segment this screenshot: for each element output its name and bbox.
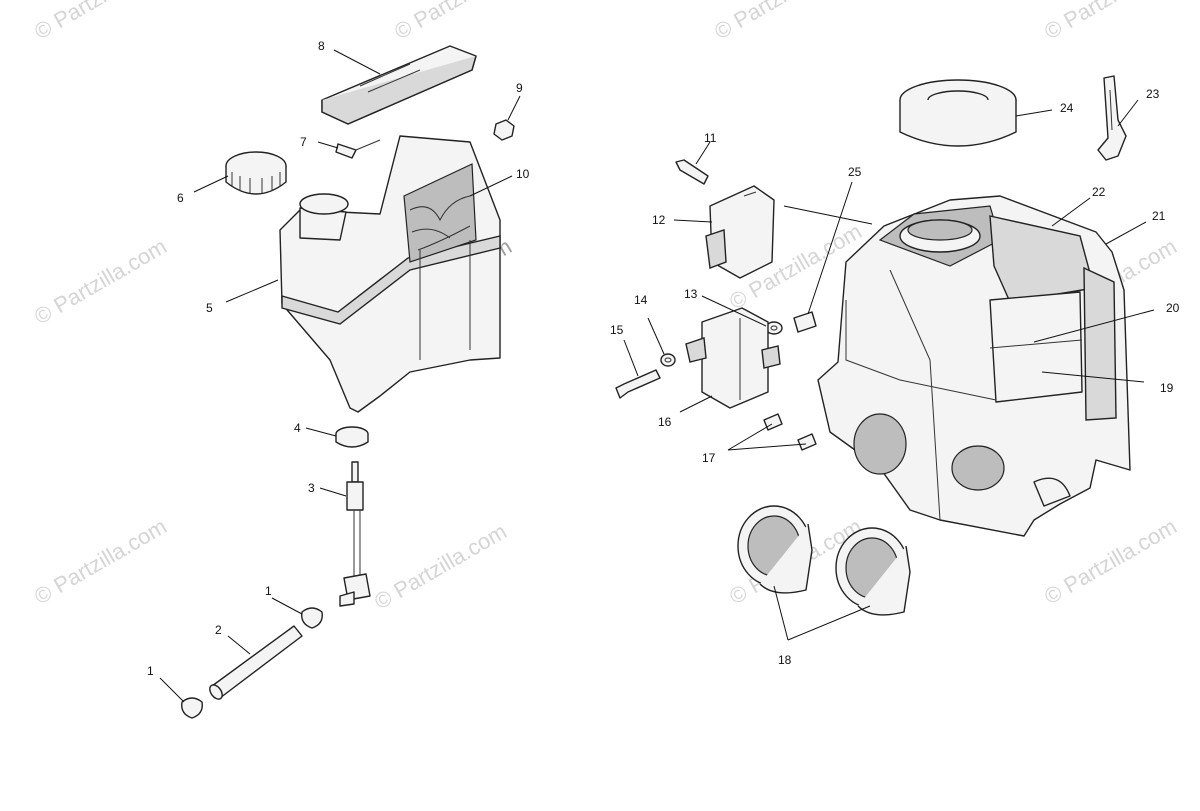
callout-21: 21 <box>1152 209 1166 223</box>
watermark: © Partzilla.com <box>710 0 851 44</box>
rubber-grommet <box>793 311 817 333</box>
airbox-assembly <box>615 75 1131 616</box>
airbox <box>817 195 1131 537</box>
callout-7: 7 <box>300 135 307 149</box>
watermark: © Partzilla.com <box>1040 0 1181 44</box>
hose-clamp <box>301 607 323 629</box>
watermark: © Partzilla.com <box>1040 514 1181 610</box>
callout-15: 15 <box>610 323 624 337</box>
watermark: © Partzilla.com <box>30 514 171 610</box>
callout-14: 14 <box>634 293 648 307</box>
callout-11: 11 <box>704 131 717 145</box>
callout-18: 18 <box>778 653 792 667</box>
callout-22: 22 <box>1092 185 1106 199</box>
hose-clamp <box>181 697 203 719</box>
ignition-coil <box>685 307 781 409</box>
callout-25: 25 <box>848 165 862 179</box>
bolt <box>675 159 709 185</box>
callout-16: 16 <box>658 415 672 429</box>
callout-2: 2 <box>215 623 222 637</box>
callout-24: 24 <box>1060 101 1074 115</box>
callout-17: 17 <box>702 451 716 465</box>
filler-cap <box>225 151 287 195</box>
nut <box>493 119 515 141</box>
cdi-module <box>705 185 775 279</box>
oil-tank <box>279 135 501 413</box>
callouts: 1 1 2 3 4 5 6 7 8 9 10 11 12 13 14 15 16… <box>147 39 1180 678</box>
oil-line <box>209 625 303 700</box>
callout-5: 5 <box>206 301 213 315</box>
callout-6: 6 <box>177 191 184 205</box>
retainer-clip <box>1097 75 1127 161</box>
intake-boot <box>835 527 911 616</box>
callout-1: 1 <box>147 664 154 678</box>
intake-boot <box>737 505 813 594</box>
watermark: © Partzilla.com <box>390 0 531 44</box>
callout-4: 4 <box>294 421 301 435</box>
grommet <box>335 426 369 448</box>
watermark: © Partzilla.com <box>370 519 511 615</box>
callout-12: 12 <box>652 213 666 227</box>
callout-3: 3 <box>308 481 315 495</box>
oil-pickup-filter <box>339 461 371 607</box>
callout-8: 8 <box>318 39 325 53</box>
callout-9: 9 <box>516 81 523 95</box>
fitting <box>797 433 817 451</box>
callout-19: 19 <box>1160 381 1174 395</box>
callout-10: 10 <box>516 167 530 181</box>
long-bolt <box>615 369 661 399</box>
washer <box>660 353 676 367</box>
oil-tank-assembly <box>181 45 515 719</box>
callout-20: 20 <box>1166 301 1180 315</box>
leader-lines <box>159 49 1155 703</box>
watermark: © Partzilla.com <box>30 234 171 330</box>
foam-ring <box>899 79 1017 147</box>
callout-1: 1 <box>265 584 272 598</box>
tank-cover <box>321 45 477 125</box>
callout-13: 13 <box>684 287 698 301</box>
screw <box>335 139 381 159</box>
watermark: © Partzilla.com <box>30 0 171 44</box>
callout-23: 23 <box>1146 87 1160 101</box>
